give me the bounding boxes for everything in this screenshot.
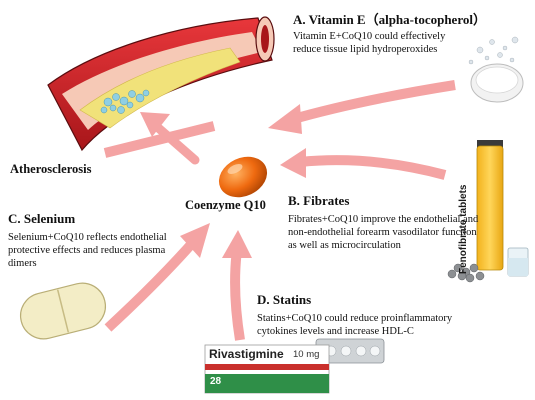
vitamin-e-line-1: Vitamin E+CoQ10 could effectively (293, 31, 446, 42)
statins-line-2: cytokines levels and increase HDL-C (257, 326, 414, 337)
fibrates-line-2: non-endothelial forearm vasodilator func… (288, 227, 477, 238)
statins-package-icon (204, 338, 385, 394)
plaque-icon (100, 89, 150, 114)
arrow-selenium (104, 223, 210, 332)
selenium-line-1: Selenium+CoQ10 reflects endothelial (8, 232, 167, 243)
arrows (103, 80, 456, 341)
arrow-statins (222, 230, 252, 341)
fenofibrate-bottle-icon (447, 140, 529, 283)
statins-line-1: Statins+CoQ10 could reduce proinflammato… (257, 313, 453, 324)
selenium-title: C. Selenium (8, 211, 76, 226)
coq10-capsule-icon (218, 156, 268, 198)
selenium-line-3: dimers (8, 258, 37, 269)
statins-title: D. Statins (257, 292, 312, 307)
fibrates-line-3: as well as microcirculation (288, 240, 401, 251)
rivastigmine-dose: 10 mg (293, 349, 320, 360)
vitamin-e-title: A. Vitamin E（alpha-tocopherol） (293, 12, 486, 27)
fibrates-title: B. Fibrates (288, 193, 350, 208)
fibrates-line-1: Fibrates+CoQ10 improve the endothelial a… (288, 214, 479, 225)
vitamin-e-line-2: reduce tissue lipid hydroperoxides (293, 44, 438, 55)
fenofibrate-label: Fenofibrate tablets (458, 184, 469, 274)
coenzyme-q10-label: Coenzyme Q10 (185, 198, 266, 212)
vitamin-e-tablet-icon (468, 36, 524, 103)
selenium-tablet-icon (19, 282, 107, 340)
arrow-to-atherosclerosis (103, 112, 216, 165)
arrow-fibrates (280, 148, 447, 180)
selenium-line-2: protective effects and reduces plasma (8, 245, 166, 256)
rivastigmine-name: Rivastigmine (209, 347, 284, 361)
rivastigmine-count: 28 (210, 376, 222, 387)
vessel-illustration (47, 16, 275, 152)
arrow-vitamin-e (268, 80, 456, 134)
atherosclerosis-label: Atherosclerosis (10, 162, 92, 176)
